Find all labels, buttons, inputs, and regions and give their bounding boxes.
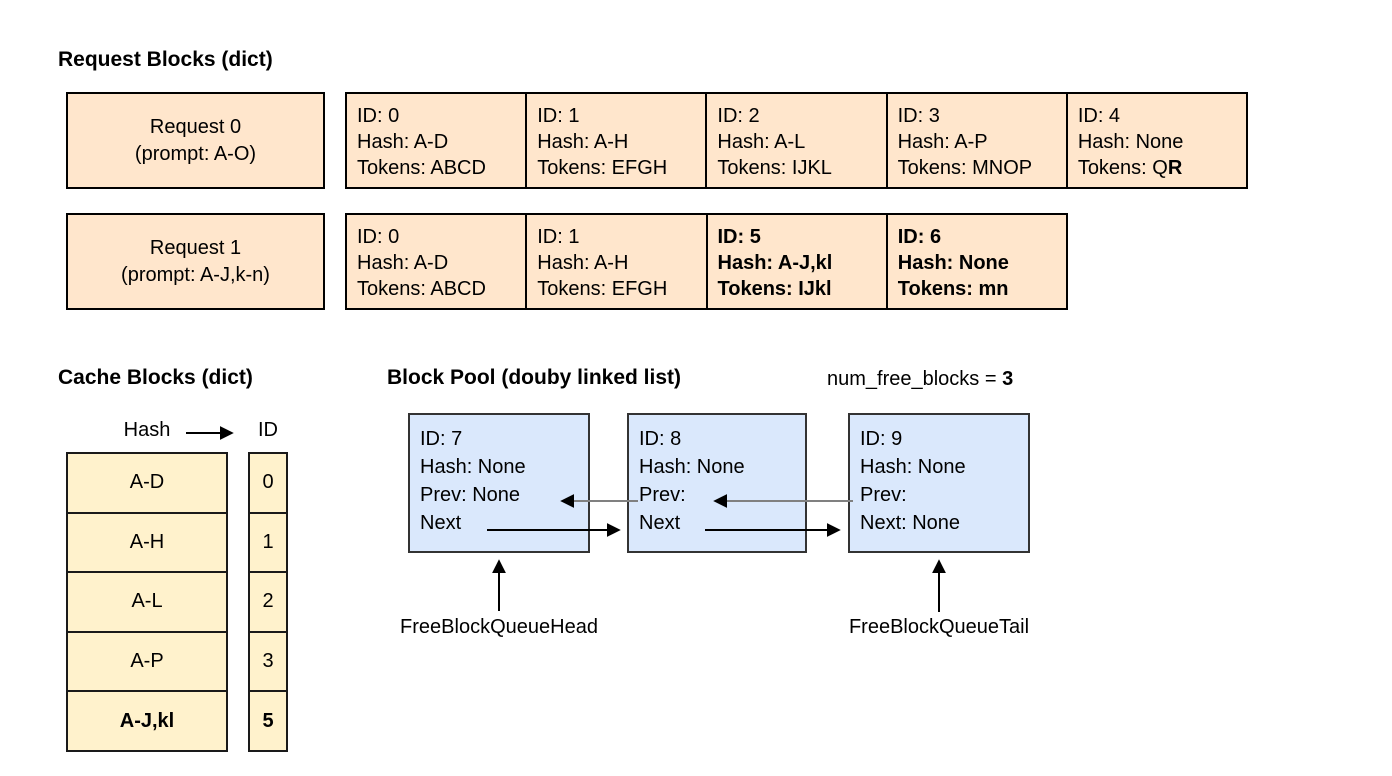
block-tokens: Tokens: mn [897,278,1009,300]
block-hash: Hash: A-J,kl [717,252,833,274]
request-0-blocks-row: ID: 0 Hash: A-D Tokens: ABCD ID: 1 Hash:… [345,92,1248,189]
block-hash: Hash: None [639,456,745,478]
cache-hash-a-j-kl: A-J,kl [68,690,226,750]
pool-block-9: ID: 9 Hash: None Prev: Next: None [848,413,1030,553]
block-hash: Hash: A-H [537,252,629,274]
request-0-block-2: ID: 2 Hash: A-L Tokens: IJKL [705,94,885,187]
cache-hash-a-h: A-H [68,511,226,572]
block-prev: Prev: [639,484,686,506]
request-0-block-0: ID: 0 Hash: A-D Tokens: ABCD [347,94,525,187]
request-0-name: Request 0 [149,115,242,138]
block-id: ID: 1 [537,105,580,127]
cache-id-3: 3 [250,630,286,691]
request-1-label-box: Request 1 (prompt: A-J,k-n) [66,213,325,310]
num-free-blocks-label: num_free_blocks = [827,368,1003,390]
block-tokens: Tokens: IJKL [717,157,832,179]
cache-hash-a-d: A-D [129,471,165,494]
block-tokens: Tokens: IJkl [717,278,832,300]
request-1-block-3: ID: 6 Hash: None Tokens: mn [885,215,1066,308]
request-0-block-3: ID: 3 Hash: A-P Tokens: MNOP [885,94,1066,187]
cache-id-column: 0 1 2 3 5 [248,452,288,752]
block-id: ID: 3 [897,105,940,127]
request-1-block-0: ID: 0 Hash: A-D Tokens: ABCD [347,215,525,308]
pool-block-7: ID: 7 Hash: None Prev: None Next [408,413,590,553]
id-column-header: ID [258,419,278,441]
block-tokens: Tokens: ABCD [357,157,486,179]
pool-block-8: ID: 8 Hash: None Prev: Next [627,413,807,553]
block-hash: Hash: None [897,252,1009,274]
block-hash: Hash: A-D [357,252,449,274]
block-id: ID: 8 [639,428,682,450]
block-tokens: Tokens: EFGH [537,278,668,300]
block-tokens: Tokens: MNOP [897,157,1033,179]
block-prev: Prev: [860,484,907,506]
cache-id-2: 2 [250,571,286,631]
request-0-label-box: Request 0 (prompt: A-O) [66,92,325,189]
cache-hash-a-p: A-P [68,630,226,691]
block-pool-title: Block Pool (douby linked list) [387,366,682,389]
block-id: ID: 4 [1077,105,1121,127]
cache-id-5: 5 [250,690,286,750]
block-next: Next [420,512,462,534]
free-block-queue-head-label: FreeBlockQueueHead [400,616,598,638]
block-id: ID: 6 [897,226,942,248]
block-hash: Hash: None [1077,131,1184,153]
num-free-blocks: num_free_blocks = 3 [827,368,1013,391]
cache-hash-a-l: A-L [68,571,226,631]
block-id: ID: 5 [717,226,761,248]
free-block-queue-tail-label: FreeBlockQueueTail [848,616,1030,638]
cache-blocks-title: Cache Blocks (dict) [58,366,253,389]
request-0-prompt: (prompt: A-O) [134,142,257,165]
block-prev: Prev: None [420,484,521,506]
hash-column-header: Hash [123,419,171,441]
block-tokens: Tokens: EFGH [537,157,668,179]
num-free-blocks-value: 3 [1002,368,1014,390]
request-1-blocks-row: ID: 0 Hash: A-D Tokens: ABCD ID: 1 Hash:… [345,213,1068,310]
block-id: ID: 0 [357,226,400,248]
block-hash: Hash: A-D [357,131,449,153]
block-id: ID: 7 [420,428,463,450]
cache-hash-column: A-D A-H A-L A-P A-J,kl [66,452,228,752]
block-next: Next: None [860,512,961,534]
block-id: ID: 1 [537,226,580,248]
block-next: Next [639,512,681,534]
request-1-block-2: ID: 5 Hash: A-J,kl Tokens: IJkl [705,215,886,308]
block-hash: Hash: A-L [717,131,806,153]
block-id: ID: 9 [860,428,903,450]
block-tokens: Tokens: QR [1077,157,1183,179]
block-hash: Hash: None [420,456,526,478]
block-id: ID: 0 [357,105,400,127]
block-hash: Hash: A-P [897,131,988,153]
block-hash: Hash: A-H [537,131,629,153]
request-1-prompt: (prompt: A-J,k-n) [121,263,270,286]
block-tokens: Tokens: ABCD [357,278,486,300]
block-hash: Hash: None [860,456,966,478]
request-blocks-title: Request Blocks (dict) [58,48,273,71]
cache-id-1: 1 [250,511,286,572]
cache-id-0: 0 [262,471,274,494]
request-1-name: Request 1 [149,236,242,259]
request-0-block-1: ID: 1 Hash: A-H Tokens: EFGH [525,94,705,187]
request-1-block-1: ID: 1 Hash: A-H Tokens: EFGH [525,215,705,308]
block-id: ID: 2 [717,105,760,127]
request-0-block-4: ID: 4 Hash: None Tokens: QR [1065,94,1246,187]
